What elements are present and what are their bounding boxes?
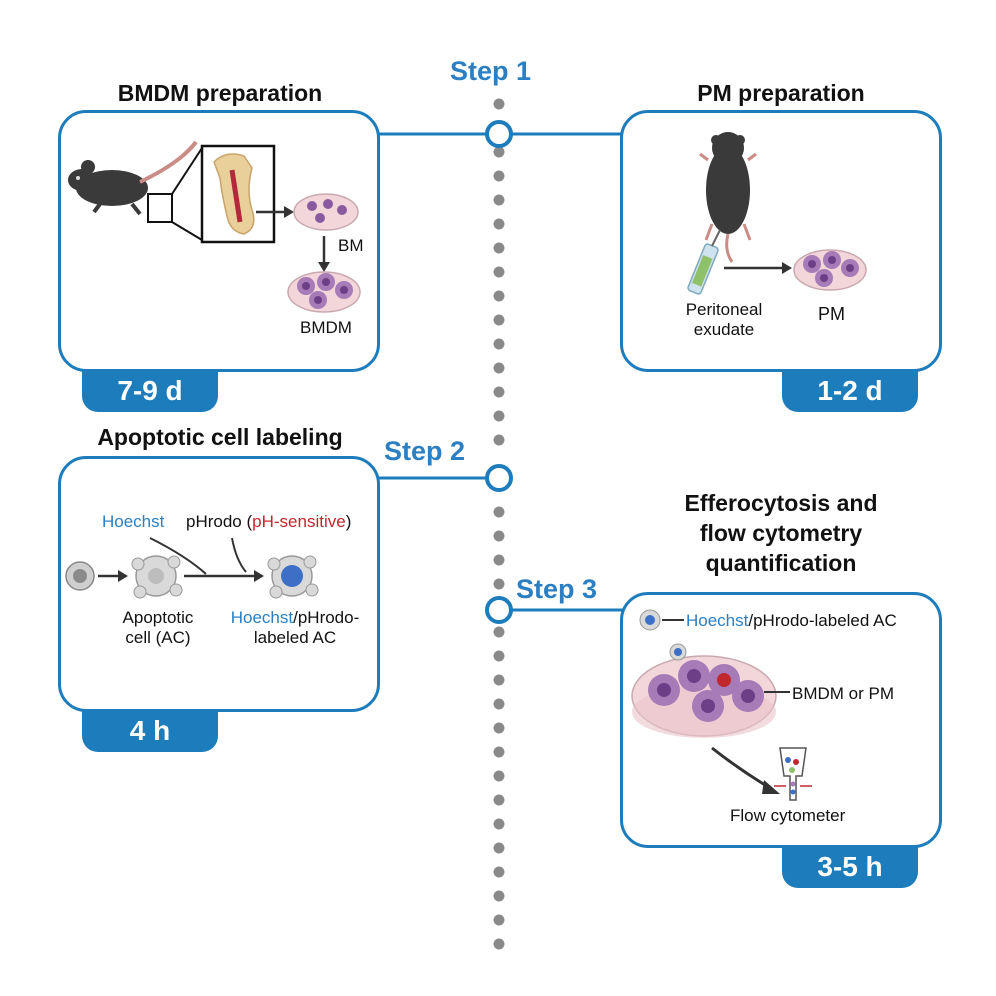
hoechst-text: Hoechst — [102, 512, 165, 531]
timeline-dot — [493, 218, 505, 230]
syringe-icon — [687, 229, 721, 295]
timeline-dot — [493, 626, 505, 638]
step1-node — [485, 120, 513, 148]
pm-label: PM — [818, 304, 845, 324]
timeline-dot — [493, 674, 505, 686]
phrodo-close-paren: ) — [345, 512, 352, 531]
labeled-ac-icon — [267, 555, 319, 599]
zoom-box — [147, 193, 173, 223]
phrodo-text: pHrodo ( — [186, 512, 253, 531]
bm-label: BM — [338, 236, 364, 255]
effero-duration: 3-5 h — [782, 846, 918, 888]
timeline-dot — [493, 722, 505, 734]
step2-label: Step 2 — [384, 436, 466, 466]
phrodo-label: pHrodo (pH-sensitive) — [186, 512, 351, 532]
bm-dish-icon — [293, 193, 359, 231]
step3-label: Step 3 — [516, 574, 598, 604]
mouse-icon — [68, 140, 198, 216]
mouse-supine-icon — [699, 132, 757, 263]
timeline-dot — [493, 410, 505, 422]
timeline-dot — [493, 362, 505, 374]
effero-ac-rest-text: /pHrodo-labeled AC — [748, 611, 897, 630]
timeline-dot — [493, 890, 505, 902]
ac-panel — [58, 456, 380, 712]
timeline-dot — [493, 506, 505, 518]
timeline-dot — [493, 938, 505, 950]
pm-title: PM preparation — [697, 80, 865, 106]
step1-label: Step 1 — [450, 56, 532, 86]
timeline-dot — [493, 434, 505, 446]
timeline-dot — [493, 266, 505, 278]
healthy-cell-icon — [65, 561, 95, 591]
apoptotic-cell-icon — [131, 555, 183, 599]
timeline-dot — [493, 242, 505, 254]
labeled-ac-line1: Hoechst/pHrodo- — [220, 608, 370, 628]
ac-title: Apoptotic cell labeling — [97, 424, 343, 450]
macrophage-label: BMDM or PM — [792, 684, 894, 703]
timeline — [493, 98, 505, 950]
femur-bone-icon — [213, 153, 255, 235]
apoptotic-line2: cell (AC) — [125, 628, 191, 647]
hoechst-label: Hoechst — [102, 512, 164, 532]
timeline-dot — [493, 650, 505, 662]
timeline-dot — [493, 746, 505, 758]
labeled-hoechst-text: Hoechst — [230, 608, 294, 627]
effero-title-line1: Efferocytosis and — [684, 490, 878, 516]
timeline-dot — [493, 770, 505, 782]
bmdm-dish-icon — [287, 271, 361, 313]
timeline-dot — [493, 386, 505, 398]
effero-title-line3: quantification — [705, 550, 857, 576]
timeline-dot — [493, 914, 505, 926]
effero-hoechst-text: Hoechst — [686, 611, 749, 630]
peritoneal-exudate-line2: exudate — [693, 320, 755, 339]
ac-duration: 4 h — [82, 710, 218, 752]
pm-dish-icon — [793, 249, 867, 291]
flow-cytometer-label: Flow cytometer — [730, 806, 846, 825]
step2-node — [485, 464, 513, 492]
flow-cytometer-icon — [774, 747, 812, 801]
timeline-dot — [493, 578, 505, 590]
timeline-dot — [493, 290, 505, 302]
timeline-dot — [493, 146, 505, 158]
peritoneal-exudate-label: Peritoneal exudate — [674, 300, 774, 340]
timeline-dot — [493, 842, 505, 854]
timeline-dot — [493, 194, 505, 206]
timeline-dot — [493, 338, 505, 350]
timeline-dot — [493, 698, 505, 710]
labeled-ac-small-icon — [639, 609, 661, 631]
timeline-dot — [493, 818, 505, 830]
bmdm-duration: 7-9 d — [82, 370, 218, 412]
apoptotic-line1: Apoptotic — [122, 608, 194, 627]
apoptotic-cell-label: Apoptotic cell (AC) — [106, 608, 210, 648]
labeled-rest-text: /pHrodo- — [293, 608, 360, 627]
peritoneal-exudate-line1: Peritoneal — [685, 300, 763, 319]
pm-duration: 1-2 d — [782, 370, 918, 412]
labeled-ac-line2: labeled AC — [253, 628, 337, 647]
timeline-dot — [493, 554, 505, 566]
effero-ac-label: Hoechst/pHrodo-labeled AC — [686, 611, 897, 631]
bmdm-title: BMDM preparation — [117, 80, 323, 106]
bmdm-label: BMDM — [300, 318, 352, 337]
timeline-dot — [493, 98, 505, 110]
pm-panel — [620, 110, 942, 372]
timeline-dot — [493, 530, 505, 542]
timeline-dot — [493, 314, 505, 326]
labeled-ac-label: Hoechst/pHrodo- labeled AC — [220, 608, 370, 648]
ph-sensitive-text: pH-sensitive — [252, 512, 346, 531]
effero-title: Efferocytosis and flow cytometry quantif… — [620, 488, 942, 578]
step3-node — [485, 596, 513, 624]
timeline-dot — [493, 170, 505, 182]
timeline-dot — [493, 794, 505, 806]
efferocytosis-dish-icon — [631, 643, 777, 738]
effero-title-line2: flow cytometry — [699, 520, 863, 546]
timeline-dot — [493, 866, 505, 878]
